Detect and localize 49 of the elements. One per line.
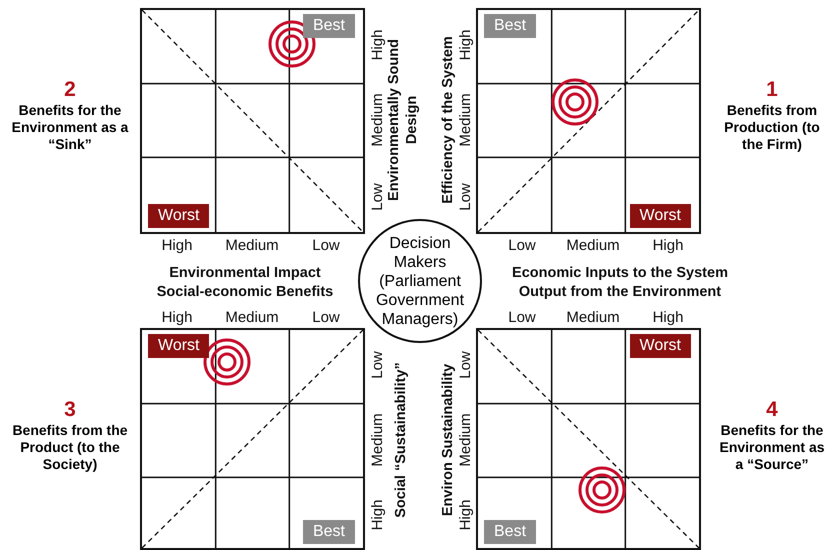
axis-tick-label: Medium [369, 93, 387, 147]
rating-badge: Best [302, 520, 355, 544]
axis-tick-label: Low [457, 351, 475, 379]
axis-tick-label: Low [369, 351, 387, 379]
axis-tick-label: High [369, 500, 387, 530]
axis-title: Social-economic Benefits [156, 283, 334, 301]
axis-tick-label: Low [457, 183, 475, 211]
axis-tick-label: Medium [457, 93, 475, 147]
axis-tick-label: Medium [457, 413, 475, 467]
quadrant-number: 1 [765, 78, 779, 102]
quadrant-title: Benefits for the Environment as a “Sink” [10, 102, 130, 153]
quadrant-number: 2 [63, 78, 77, 102]
axis-tick-label: Medium [566, 309, 620, 327]
axis-tick-label: Low [312, 237, 340, 255]
rating-badge: Best [484, 14, 536, 38]
axis-tick-label: Medium [225, 237, 279, 255]
axis-title: Economic Inputs to the System [512, 264, 728, 282]
axis-tick-label: High [162, 309, 192, 327]
rating-badge: Worst [630, 204, 691, 228]
rating-badge: Worst [148, 334, 210, 358]
axis-title: Environmental Impact [169, 264, 321, 282]
quadrant-title: Benefits from Production (to the Firm) [723, 102, 821, 153]
axis-tick-label: Low [508, 237, 536, 255]
axis-tick-label: Low [369, 183, 387, 211]
axis-tick-label: High [457, 30, 475, 60]
axis-tick-label: Low [508, 309, 536, 327]
decision-circle: Decision Makers (Parliament Government Managers) [358, 219, 482, 343]
axis-tick-label: High [162, 237, 192, 255]
rating-badge: Best [302, 14, 355, 38]
axis-title: Environ Sustainability [439, 364, 457, 516]
axis-tick-label: Medium [566, 237, 620, 255]
axis-title: Output from the Environment [518, 283, 722, 301]
axis-tick-label: Medium [369, 413, 387, 467]
rating-badge: Worst [148, 204, 210, 228]
axis-tick-label: High [457, 500, 475, 530]
axis-title: Efficiency of the System [439, 36, 457, 204]
quadrant-number: 3 [63, 398, 77, 422]
axis-tick-label: Medium [225, 309, 279, 327]
quadrant-number: 4 [765, 398, 779, 422]
axis-title: Environmentally Sound Design [386, 38, 421, 203]
rating-badge: Best [484, 520, 536, 544]
axis-tick-label: High [652, 309, 684, 327]
quadrant-title: Benefits from the Product (to the Society) [11, 422, 129, 473]
quadrant-title: Benefits for the Environment as a “Source” [718, 422, 826, 473]
axis-tick-label: High [369, 30, 387, 60]
axis-tick-label: Low [312, 309, 340, 327]
axis-title: Social “Sustainability” [392, 362, 410, 518]
axis-tick-label: High [652, 237, 684, 255]
rating-badge: Worst [630, 334, 691, 358]
